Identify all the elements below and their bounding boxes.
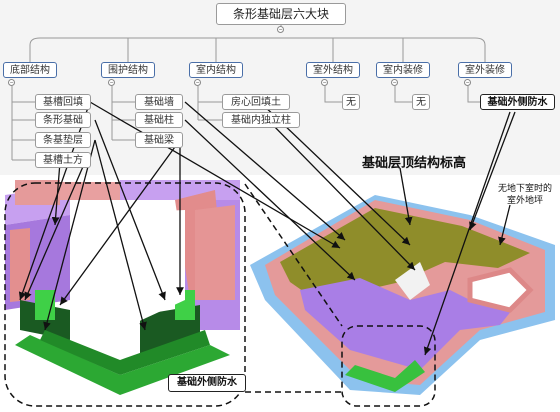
detail-link-line-top [244, 183, 343, 327]
item-trench-backfill: 基槽回填 [35, 94, 91, 110]
item-none-outdoor-structure: 无 [342, 94, 360, 110]
category-enclosure-structure: 围护结构 [101, 62, 155, 78]
collapse-toggle[interactable]: − [464, 79, 471, 86]
item-trench-earthwork: 基槽土方 [35, 152, 91, 168]
item-foundation-waterproofing: 基础外侧防水 [480, 94, 555, 110]
detail-frame-right [341, 325, 436, 407]
collapse-toggle[interactable]: − [108, 79, 115, 86]
category-outdoor-finish: 室外装修 [458, 62, 512, 78]
label-outdoor-ground: 无地下室时的室外地坪 [497, 184, 552, 206]
left-detail-render [0, 180, 245, 412]
item-inner-isolated-column: 基础内独立柱 [222, 112, 300, 128]
diagram-title: 条形基础层六大块 [216, 3, 346, 25]
item-none-indoor-finish: 无 [412, 94, 430, 110]
collapse-toggle[interactable]: − [8, 79, 15, 86]
item-foundation-column: 基础柱 [135, 112, 183, 128]
item-strip-cushion: 条基垫层 [35, 132, 91, 148]
category-bottom-structure: 底部结构 [3, 62, 57, 78]
category-indoor-structure: 室内结构 [189, 62, 243, 78]
label-top-elevation: 基础层顶结构标高 [362, 156, 467, 171]
collapse-toggle[interactable]: − [194, 79, 201, 86]
collapse-toggle[interactable]: − [321, 79, 328, 86]
collapse-toggle[interactable]: − [277, 26, 284, 33]
item-foundation-wall: 基础墙 [135, 94, 183, 110]
item-strip-foundation: 条形基础 [35, 112, 91, 128]
collapse-toggle[interactable]: − [391, 79, 398, 86]
tree-connectors [11, 25, 486, 161]
item-foundation-beam: 基础梁 [135, 132, 183, 148]
category-outdoor-structure: 室外结构 [306, 62, 360, 78]
category-indoor-finish: 室内装修 [376, 62, 430, 78]
item-core-backfill: 房心回填土 [222, 94, 290, 110]
label-foundation-waterproofing: 基础外侧防水 [168, 374, 246, 392]
detail-frame-left [4, 182, 246, 407]
